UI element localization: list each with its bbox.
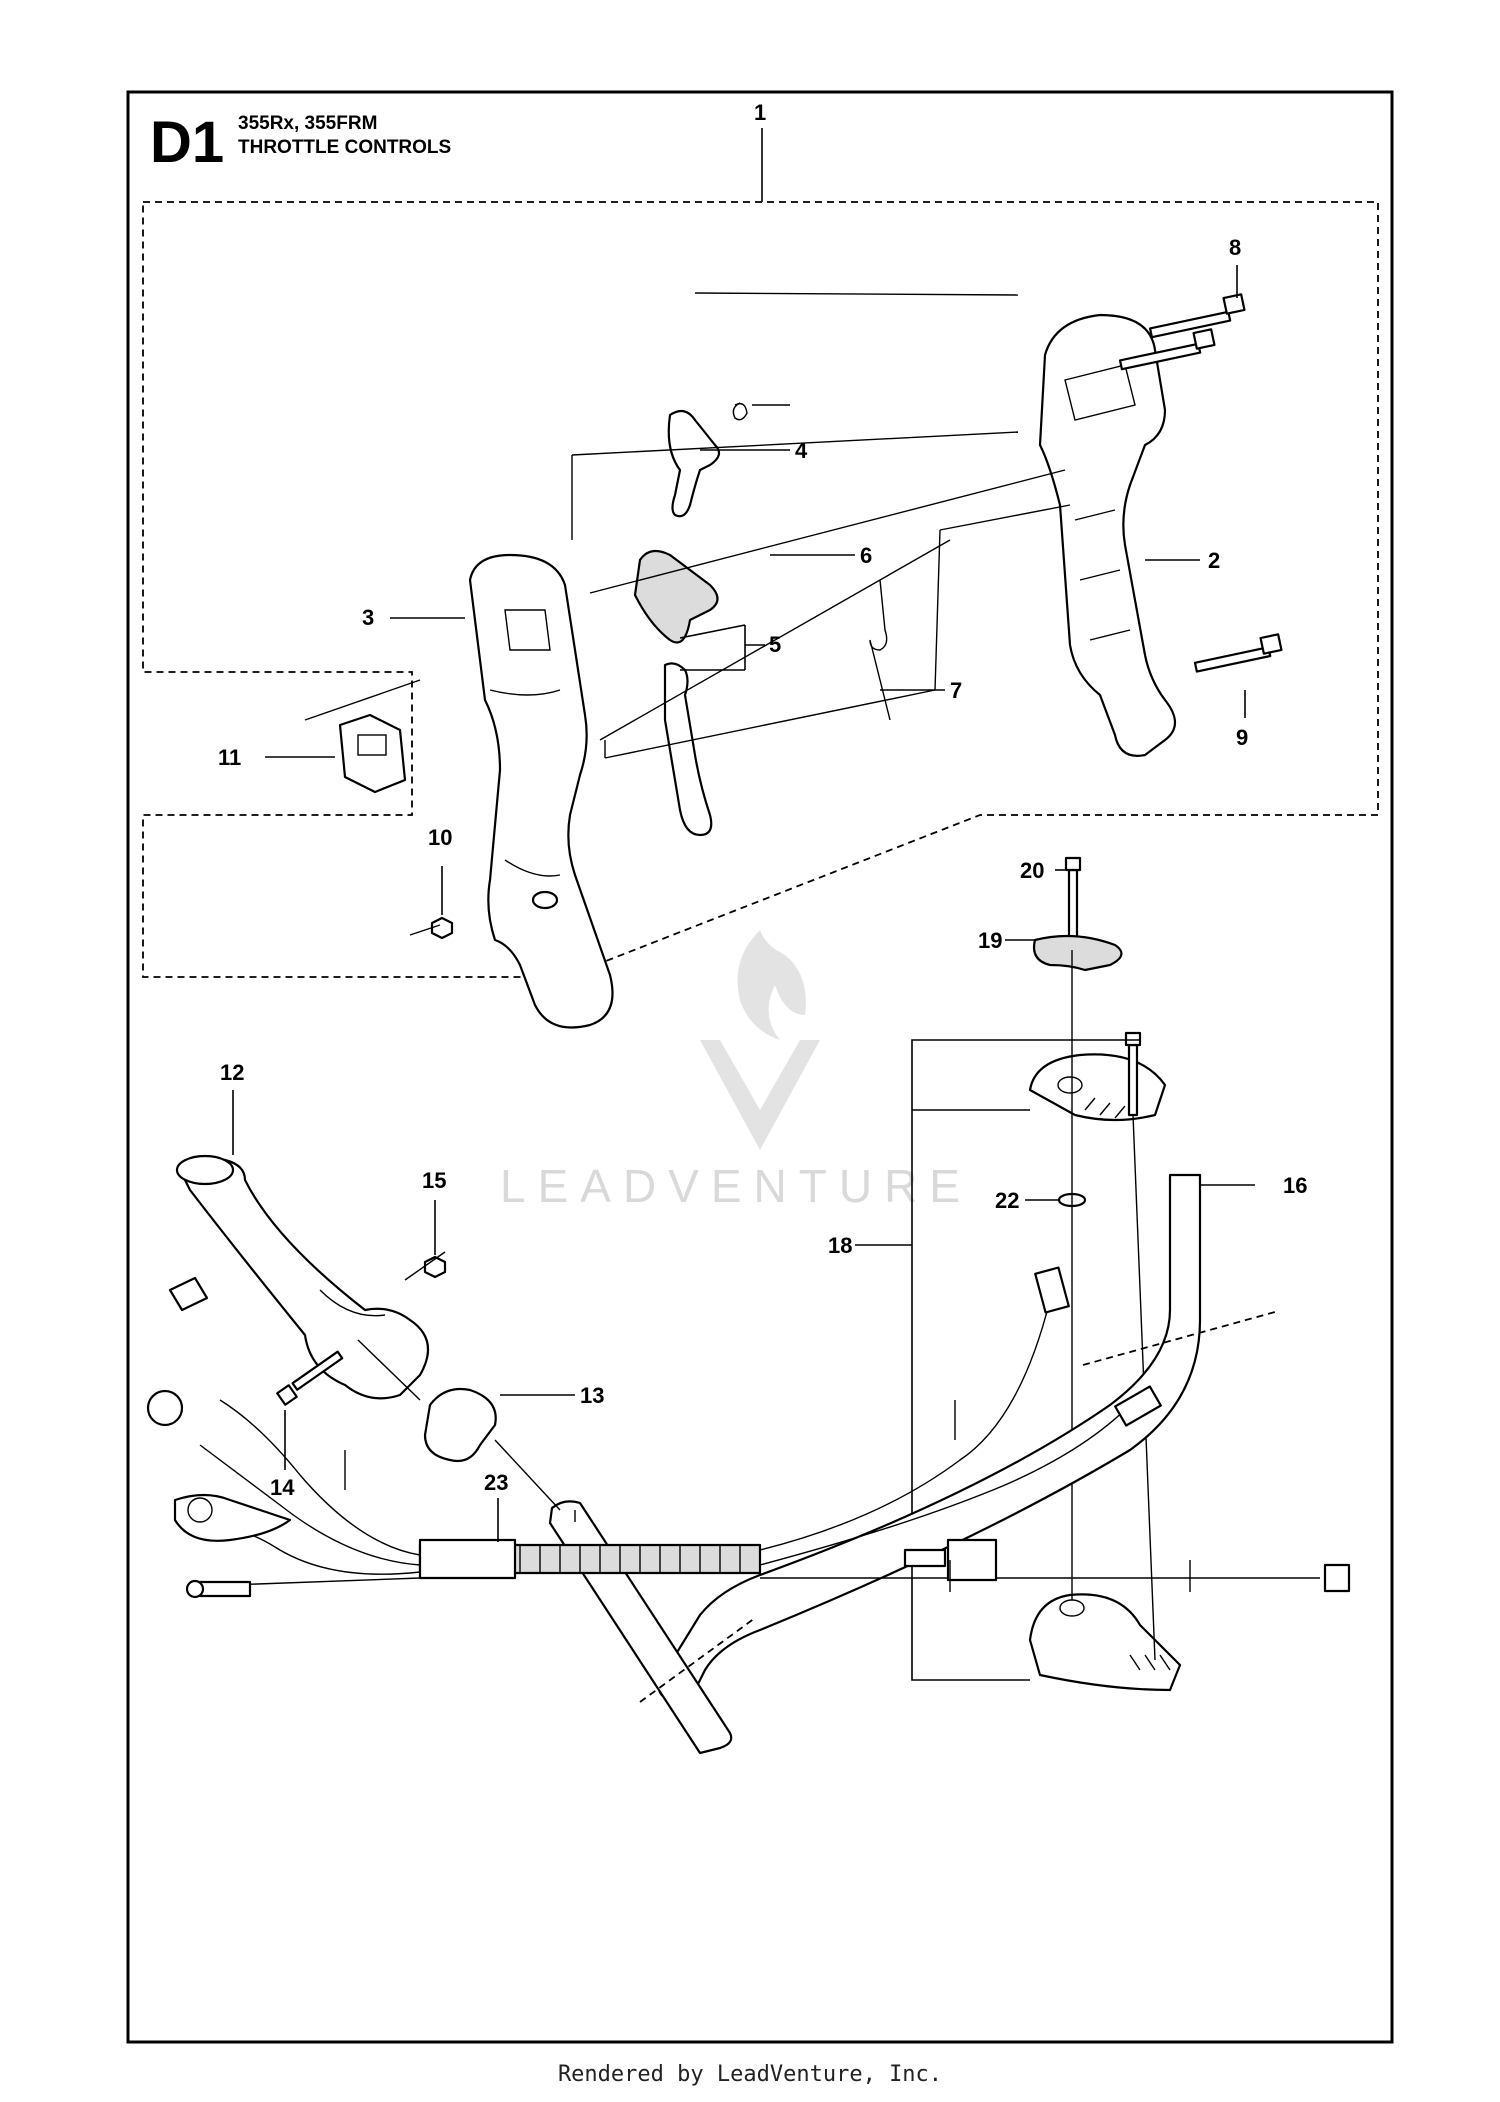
callout-10: 10 [428,825,452,850]
callout-4: 4 [795,438,808,463]
throttle-trigger-upper [633,549,719,644]
callout-9: 9 [1236,725,1248,750]
wing-knob [1032,934,1123,972]
clamp-upper [1028,1053,1167,1122]
callout-8: 8 [1229,235,1241,260]
hand-grip [175,1154,430,1400]
callout-15: 15 [422,1168,446,1193]
diagram-frame [126,90,1394,2044]
screw-14 [276,1350,344,1406]
callout-14: 14 [270,1475,295,1500]
callout-13: 13 [580,1383,604,1408]
nut-15 [423,1255,447,1279]
spring [732,402,790,421]
stop-switch [338,713,407,794]
callout-18: 18 [828,1233,852,1258]
assembly-boundary [142,201,1379,978]
handle-clamp [423,1387,497,1463]
callout-11: 11 [218,745,241,770]
screw-upper [1118,293,1246,371]
callout-6: 6 [860,543,872,568]
callout-19: 19 [978,928,1002,953]
watermark-text: LEADVENTURE [500,1160,972,1212]
callout-3: 3 [362,605,374,630]
screw-lower [1193,633,1283,673]
callout-12: 12 [220,1060,244,1085]
section-code: D1 [150,110,224,175]
nut [430,916,454,940]
throttle-housing-left [468,553,614,1029]
callout-1: 1 [754,100,766,125]
callout-20: 20 [1020,858,1044,883]
throttle-lockout [667,409,721,518]
watermark: LEADVENTURE [500,930,972,1212]
callout-16: 16 [1283,1173,1307,1198]
section-title: THROTTLE CONTROLS [238,137,451,158]
callout-7: 7 [950,678,962,703]
callout-2: 2 [1208,548,1220,573]
screw-18 [1124,1031,1142,1117]
model-numbers: 355Rx, 355FRM [238,113,377,134]
callout-23: 23 [484,1470,508,1495]
footer-credit: Rendered by LeadVenture, Inc. [557,2062,943,2087]
throttle-housing-right [1038,313,1177,757]
callout-22: 22 [995,1188,1019,1213]
throttle-wire [869,579,891,721]
callout-5: 5 [769,632,781,657]
cable-harness [146,1266,1351,1599]
clamp-lower [1028,1593,1182,1692]
